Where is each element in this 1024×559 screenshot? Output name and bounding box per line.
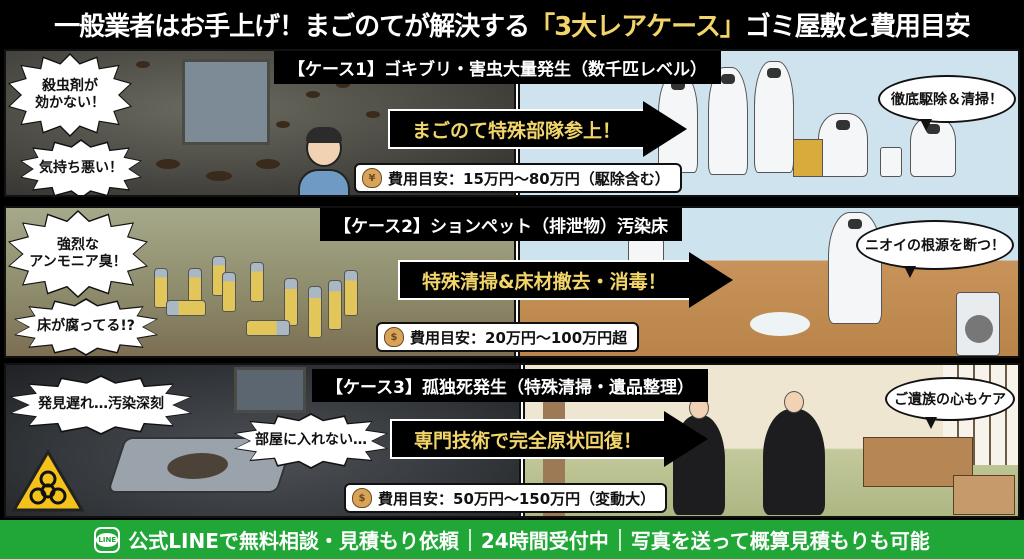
burst-text: 部屋に入れない… (236, 415, 386, 467)
bottle-illustration (328, 280, 342, 330)
arrow-text: 専門技術で完全原状回復！ (390, 419, 665, 459)
title-prefix: 一般業者はお手上げ！まごのてが解決する (54, 11, 530, 42)
hazmat-worker (708, 67, 748, 175)
speech-bubble: ご遺族の心もケア (885, 377, 1015, 429)
speech-burst: 強烈な アンモニア臭！ (8, 210, 148, 298)
cost-text: 費用目安：50万円〜150万円（変動大） (378, 489, 656, 508)
burst-text: 強烈な アンモニア臭！ (10, 212, 146, 296)
trash-bag (793, 139, 823, 177)
speech-burst: 気持ち悪い！ (20, 139, 142, 195)
money-bag-icon: $ (384, 327, 404, 347)
air-purifier (956, 292, 1000, 356)
cardboard-box (953, 475, 1015, 515)
cockroach-icon (156, 159, 180, 169)
cockroach-icon (276, 121, 290, 128)
case-label: 【ケース1】ゴキブリ・害虫大量発生（数千匹レベル） (274, 51, 721, 84)
speech-burst: 床が腐ってる!? (14, 298, 158, 356)
cost-estimate: $ 費用目安：50万円〜150万円（変動大） (344, 483, 668, 513)
speech-burst: 部屋に入れない… (234, 413, 388, 469)
bottle-illustration (344, 270, 358, 316)
cockroach-icon (336, 81, 350, 88)
burst-text: 殺虫剤が 効かない！ (10, 55, 130, 135)
burst-text: 気持ち悪い！ (22, 141, 140, 195)
footer-24h: 24時間受付中 (480, 529, 609, 553)
money-bag-icon: ¥ (362, 168, 382, 188)
case-panel-3: 発見遅れ…汚染深刻 部屋に入れない… ご遺族の心もケア 【ケース3】孤独死発生（… (4, 363, 1020, 518)
burst-text: 発見遅れ…汚染深刻 (12, 377, 190, 433)
bottle-illustration (246, 320, 290, 336)
cockroach-icon (206, 171, 232, 181)
cost-text: 費用目安：20万円〜100万円超 (410, 328, 628, 347)
money-bag-icon: $ (352, 488, 372, 508)
hazmat-worker (754, 61, 794, 173)
case-label: 【ケース3】孤独死発生（特殊清掃・遺品整理） (312, 369, 708, 402)
footer-photo-estimate: 写真を送って概算見積もりも可能 (630, 529, 930, 553)
speech-bubble: 徹底駆除＆清掃！ (878, 75, 1016, 131)
cockroach-icon (256, 159, 280, 169)
bottle-illustration (250, 262, 264, 302)
speech-burst: 殺虫剤が 効かない！ (8, 53, 132, 137)
arrow-text: 特殊清掃&床材撤去・消毒！ (398, 260, 689, 300)
scared-person-illustration (298, 127, 350, 195)
mourning-man (763, 409, 825, 515)
title-highlight: 「3大レアケース」 (529, 11, 746, 42)
cockroach-icon (136, 61, 150, 68)
line-app-icon[interactable]: LINE (94, 526, 121, 553)
cockroach-icon (366, 111, 380, 118)
water-spray (750, 312, 810, 336)
footer-divider (468, 528, 471, 551)
cost-text: 費用目安：15万円〜80万円（駆除含む） (388, 169, 670, 188)
hazmat-worker (910, 117, 956, 177)
bottle-illustration (166, 300, 206, 316)
footer-divider (618, 528, 621, 551)
cta-footer[interactable]: LINE 公式LINEで無料相談・見積もり依頼 24時間受付中 写真を送って概算… (0, 520, 1024, 559)
cockroach-icon (306, 91, 320, 98)
title-suffix: ゴミ屋敷と費用目安 (744, 11, 971, 42)
speech-burst: 発見遅れ…汚染深刻 (10, 375, 192, 435)
arrow-text: まごのて特殊部隊参上！ (388, 109, 644, 149)
cost-estimate: $ 費用目安：20万円〜100万円超 (376, 322, 640, 352)
footer-line-consult[interactable]: 公式LINEで無料相談・見積もり依頼 (128, 529, 459, 553)
bottle-illustration (222, 272, 236, 312)
bottle-illustration (284, 278, 298, 326)
solution-arrow: 特殊清掃&床材撤去・消毒！ (398, 252, 733, 308)
window-illustration (182, 59, 270, 145)
chemical-container (880, 147, 902, 177)
case-panel-2: 強烈な アンモニア臭！ 床が腐ってる!? ニオイの根源を断つ！ 【ケース2】ショ… (4, 206, 1020, 358)
bottle-illustration (308, 286, 322, 338)
window-illustration (234, 367, 306, 413)
burst-text: 床が腐ってる!? (16, 300, 156, 354)
speech-bubble: ニオイの根源を断つ！ (856, 220, 1014, 278)
bottle-illustration (154, 268, 168, 308)
solution-arrow: まごのて特殊部隊参上！ (388, 101, 688, 157)
case-panel-1: 殺虫剤が 効かない！ 気持ち悪い！ 徹底駆除＆清掃！ 【ケース1】ゴキブリ・害虫… (4, 49, 1020, 197)
solution-arrow: 専門技術で完全原状回復！ (390, 411, 709, 467)
page-title: 一般業者はお手上げ！まごのてが解決する 「3大レアケース」 ゴミ屋敷と費用目安 (0, 0, 1024, 48)
case-label: 【ケース2】ションペット（排泄物）汚染床 (320, 208, 682, 241)
biohazard-warning-icon (12, 449, 84, 512)
hazmat-worker (818, 113, 868, 177)
cost-estimate: ¥ 費用目安：15万円〜80万円（駆除含む） (354, 163, 682, 193)
